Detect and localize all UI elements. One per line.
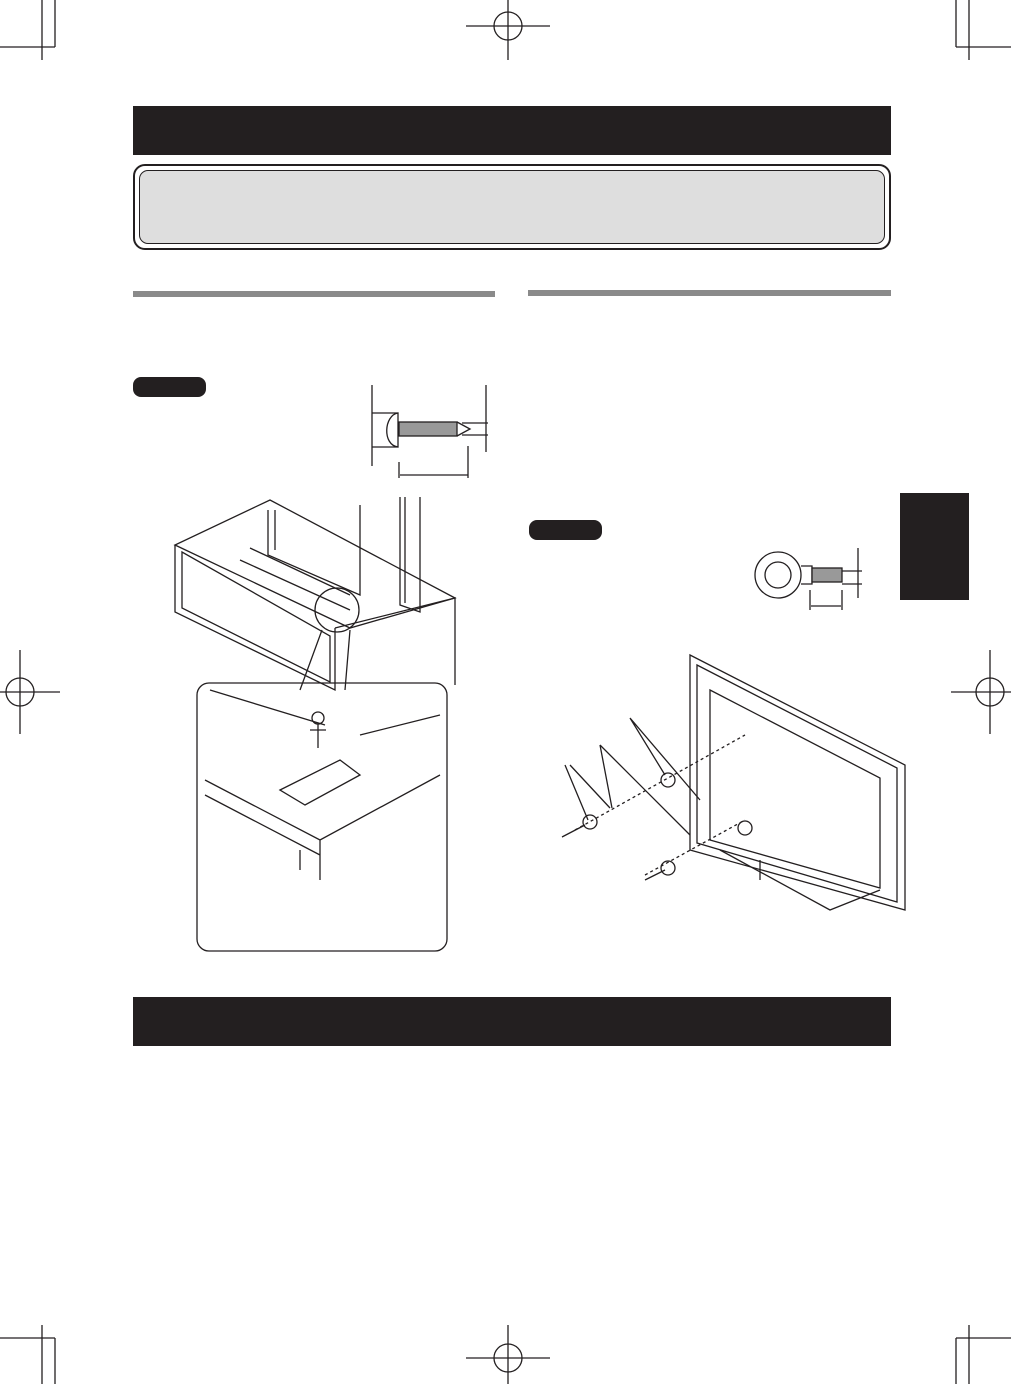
bottom-header-bar <box>133 997 891 1046</box>
wall-fixing-illustration <box>561 653 906 911</box>
stand-fixing-illustration <box>173 497 457 952</box>
subtitle-box-inner <box>139 170 885 244</box>
left-label-pill <box>133 377 206 397</box>
subtitle-box <box>133 164 891 250</box>
eye-bolt-diagram <box>754 548 862 610</box>
right-label-pill <box>529 520 602 540</box>
right-section-rule <box>528 290 891 296</box>
top-header-bar <box>133 106 891 155</box>
screw-diagram <box>371 385 488 478</box>
side-chapter-tab <box>900 493 969 600</box>
left-section-rule <box>133 291 495 297</box>
